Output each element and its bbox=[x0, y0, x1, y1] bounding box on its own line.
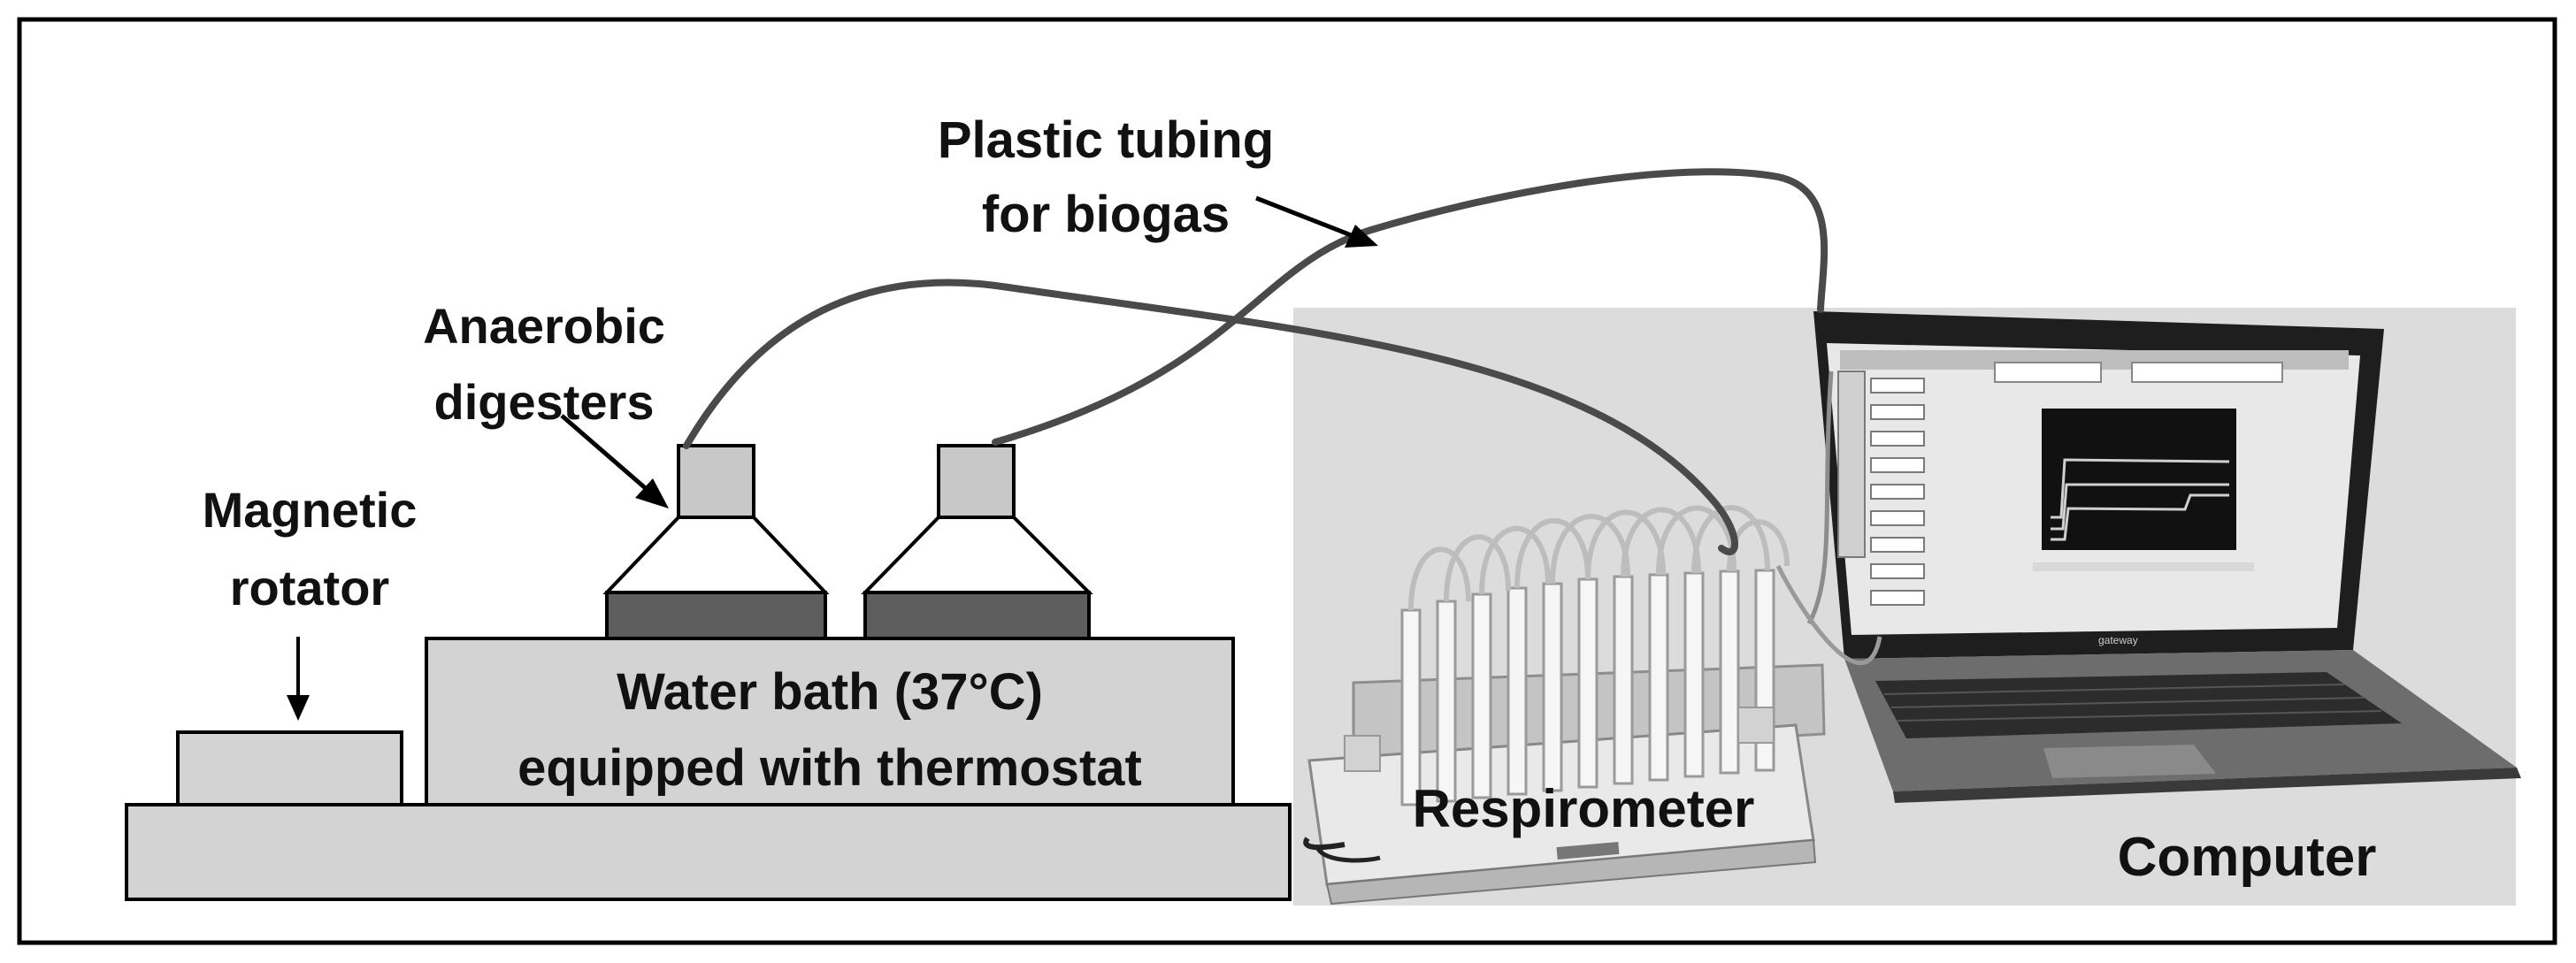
arrow-to-rotator bbox=[287, 637, 310, 721]
svg-text:gateway: gateway bbox=[2098, 634, 2138, 646]
biogas-tube-2 bbox=[992, 168, 1828, 446]
anaerobic-digester-2 bbox=[861, 444, 1093, 640]
label-water-bath-line1: Water bath (37°C) bbox=[617, 663, 1043, 721]
data-cable bbox=[1806, 371, 1834, 625]
laptop-touchpad bbox=[2043, 745, 2216, 778]
magnetic-rotator bbox=[176, 730, 403, 806]
label-magnetic-line1: Magnetic bbox=[203, 482, 418, 538]
label-plastic-tubing-line1: Plastic tubing bbox=[938, 111, 1274, 169]
biogas-tube-1 bbox=[683, 279, 1738, 555]
lab-bench bbox=[125, 803, 1292, 901]
laptop-keyboard bbox=[1875, 672, 2402, 738]
software-sidebar bbox=[1837, 371, 1925, 606]
label-plastic-tubing-line2: for biogas bbox=[982, 186, 1230, 243]
label-respirometer: Respirometer bbox=[1413, 779, 1755, 838]
laptop: gateway bbox=[1813, 311, 2521, 803]
software-plot-area bbox=[2042, 409, 2236, 550]
respirometer-device bbox=[1303, 505, 1826, 906]
arrow-to-digester bbox=[560, 414, 669, 508]
respirometer-tube-loops bbox=[1408, 505, 1790, 611]
label-magnetic-line2: rotator bbox=[230, 560, 389, 615]
arrow-to-tubing bbox=[1255, 195, 1378, 248]
label-anaerobic-line1: Anaerobic bbox=[423, 298, 665, 354]
software-plot-lines bbox=[2051, 458, 2230, 541]
label-water-bath-line2: equipped with thermostat bbox=[518, 739, 1142, 797]
water-bath bbox=[425, 637, 1235, 806]
label-computer: Computer bbox=[2118, 827, 2377, 888]
anaerobic-digester-1 bbox=[602, 444, 830, 640]
label-anaerobic-line2: digesters bbox=[434, 374, 655, 430]
